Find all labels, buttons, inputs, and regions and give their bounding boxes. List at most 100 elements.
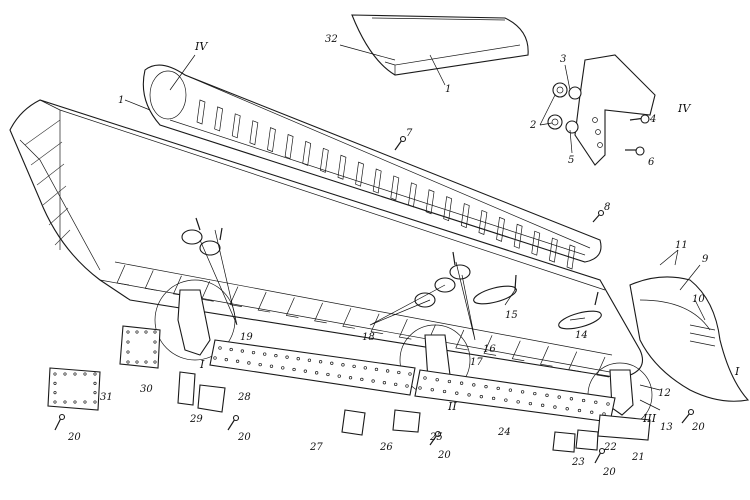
rivet-hole xyxy=(240,349,245,353)
label-19: 19 xyxy=(240,332,253,343)
bracket-detail-IV xyxy=(547,54,656,166)
spar-slot xyxy=(214,106,224,132)
rivet-hole xyxy=(269,364,274,368)
beam-rib xyxy=(144,270,158,291)
grid-line xyxy=(54,229,71,246)
label-29: 29 xyxy=(189,414,203,425)
label-14: 14 xyxy=(575,330,588,341)
label-2: 2 xyxy=(529,120,536,131)
rivet-hole xyxy=(467,393,471,397)
rivet-hole xyxy=(508,388,513,392)
rivet-hole xyxy=(296,357,300,361)
rivet-hole xyxy=(385,369,390,373)
label-9: 9 xyxy=(702,254,709,265)
rivet-hole xyxy=(218,346,222,350)
label-21: 21 xyxy=(631,452,645,463)
label-15: 15 xyxy=(505,310,518,321)
rivet-hole xyxy=(423,376,427,380)
plate-hole xyxy=(73,372,77,376)
plate-hole xyxy=(93,381,97,385)
rivet-hole xyxy=(224,357,228,362)
rivet-hole xyxy=(447,379,452,384)
label-1-left: 1 xyxy=(118,95,124,106)
plate-hole xyxy=(126,330,130,334)
label-1-top: 1 xyxy=(445,84,451,95)
rivet-hole xyxy=(229,347,233,352)
label-31: 31 xyxy=(100,392,113,403)
plates xyxy=(47,325,161,411)
rivet-hole xyxy=(594,400,598,404)
label-20-e: 20 xyxy=(691,422,705,433)
label-11: 11 xyxy=(675,240,688,251)
grid-line xyxy=(24,119,61,146)
label-13: 13 xyxy=(660,422,673,433)
rivet-hole xyxy=(292,367,296,372)
rivet-hole xyxy=(274,353,278,358)
rivet-hole xyxy=(577,408,582,413)
plate-hole xyxy=(93,372,97,376)
plate-hole xyxy=(53,372,57,376)
label-20-a: 20 xyxy=(67,432,81,443)
rivet-hole xyxy=(281,366,285,370)
plate-hole xyxy=(135,330,139,334)
rivet-hole xyxy=(496,386,500,391)
label-17: 17 xyxy=(470,357,483,368)
rivet-hole xyxy=(418,386,422,390)
rivet-hole xyxy=(491,396,496,401)
rivet-hole xyxy=(590,410,594,414)
rivet-hole xyxy=(303,369,308,373)
strips xyxy=(209,339,616,423)
rivet-hole xyxy=(581,398,586,403)
rivet-hole xyxy=(258,362,262,367)
rivet-hole xyxy=(394,382,398,387)
rivet-hole xyxy=(541,403,545,407)
plate-hole xyxy=(63,372,67,376)
fittings xyxy=(177,289,634,416)
plate-hole xyxy=(153,340,157,344)
spar-slot xyxy=(231,113,241,139)
rivet-hole xyxy=(263,352,267,356)
beam-rib xyxy=(455,329,468,351)
rivet-hole xyxy=(285,355,289,359)
callout-labels: 32 1 1 2 3 4 5 6 7 8 9 10 11 12 13 14 15… xyxy=(67,34,740,478)
spar-slot xyxy=(443,196,453,222)
main-beam-grid xyxy=(24,119,71,246)
spar-slot xyxy=(566,244,576,270)
beam-rib xyxy=(116,264,130,286)
spar-slot xyxy=(196,99,206,125)
upper-spar-slots xyxy=(196,99,576,270)
label-25: 25 xyxy=(429,432,443,443)
plate-hole xyxy=(83,372,87,376)
plate-hole xyxy=(144,330,148,334)
rivet-hole xyxy=(307,358,312,362)
rivet-hole xyxy=(251,350,256,355)
label-12: 12 xyxy=(658,388,671,399)
rivet-hole xyxy=(533,391,537,396)
plate-hole xyxy=(53,391,57,395)
beam-rib xyxy=(229,286,242,307)
spar-slot xyxy=(372,168,382,194)
spar-slot xyxy=(267,127,276,153)
beam-rib xyxy=(314,302,327,324)
plate-hole xyxy=(93,391,97,395)
label-16: 16 xyxy=(483,344,496,355)
plate-hole xyxy=(144,360,148,364)
beam-rib xyxy=(257,291,271,313)
rivet-hole xyxy=(348,376,353,380)
rivet-hole xyxy=(484,385,488,389)
grid-line xyxy=(42,185,67,206)
label-7: 7 xyxy=(406,128,413,139)
plate-hole xyxy=(153,350,157,354)
rivet-hole xyxy=(479,395,483,399)
plate-hole xyxy=(63,400,67,404)
spar-slot xyxy=(460,203,470,229)
spar-slot xyxy=(249,120,259,146)
plate-hole xyxy=(93,400,97,404)
spar-slot xyxy=(408,182,417,208)
label-32: 32 xyxy=(325,34,338,45)
plate-hole xyxy=(53,400,57,404)
rivet-hole xyxy=(405,384,409,388)
rivet-hole xyxy=(363,366,367,370)
spar-slot xyxy=(319,147,329,173)
